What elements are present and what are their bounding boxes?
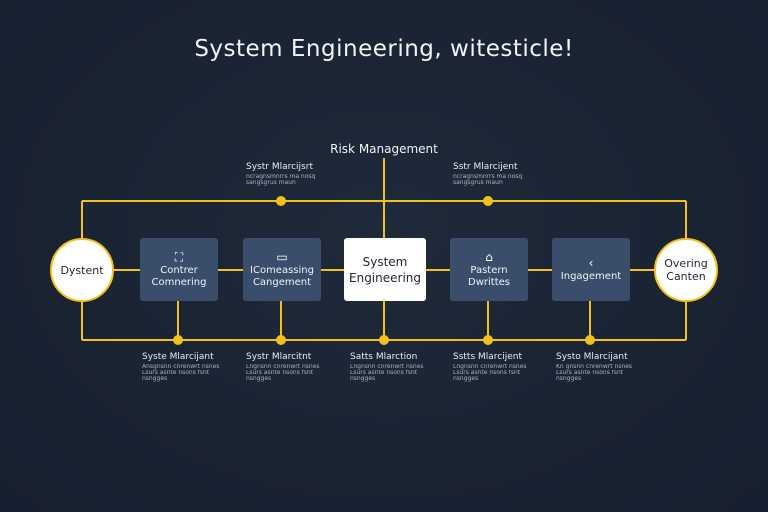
bottom-note-5: Systo Mlarcijant Kn gnsnn cnrenwrt nsnes…: [556, 352, 646, 382]
node-pastern-dwrittes: ⌂ Pastern Dwrittes: [450, 238, 528, 301]
diagram-title: System Engineering, witesticle!: [194, 36, 574, 62]
bottom-note-title: Satts Mlarction: [350, 352, 418, 362]
bottom-note-line: nsngges: [556, 376, 582, 382]
node-label-line2: Canten: [666, 270, 706, 283]
top-note-line: ncragnsmnrrs ma nosq: [453, 174, 523, 180]
bottom-note-line: Lngnsnn cnrenwrt nsnes: [246, 364, 320, 370]
top-note-line: sangsgrus mauh: [453, 180, 503, 186]
junction-dot-top-1: [276, 196, 286, 206]
risk-management-label: Risk Management: [330, 142, 438, 156]
bottom-note-3: Satts Mlarction Lngnsnn cnrenwrt nsnes L…: [350, 352, 440, 382]
top-note-1: Systr Mlarcijsrt ncragnsmnrrs ma nosq sa…: [246, 162, 336, 186]
node-label-line1: System: [362, 254, 408, 269]
node-label-line1: Contrer: [160, 264, 198, 276]
node-comeassing-cangement: ▭ IComeassing Cangement: [243, 238, 321, 301]
bottom-note-title: Systr Mlarcitnt: [246, 352, 312, 362]
junction-dot-bottom-2: [276, 335, 286, 345]
top-note-2: Sstr Mlarcijent ncragnsmnrrs ma nosq san…: [453, 162, 543, 186]
bottom-note-title: Sstts Mlarcijent: [453, 352, 523, 362]
node-label-line2: Dwrittes: [468, 276, 510, 288]
node-label-line1: IComeassing: [250, 264, 314, 276]
bottom-note-line: Lngnsnn cnrenwrt nsnes: [350, 364, 424, 370]
junction-dot-bottom-5: [585, 335, 595, 345]
bottom-note-4: Sstts Mlarcijent Lngnsnn cnrenwrt nsnes …: [453, 352, 543, 382]
bottom-note-line: nsngges: [142, 376, 168, 382]
node-label-line2: Comnering: [151, 276, 207, 288]
bottom-note-line: Kn gnsnn cnrenwrt nsnes: [556, 364, 633, 370]
bottom-note-line: Lsurs asnte nsons fsnt: [142, 370, 210, 376]
bottom-note-title: Systo Mlarcijant: [556, 352, 628, 362]
top-note-line: sangsgrus mauh: [246, 180, 296, 186]
bottom-note-line: nsngges: [246, 376, 272, 382]
monitor-icon: ▭: [276, 249, 288, 264]
node-label-line1: Pastern: [470, 264, 508, 276]
node-label: Dystent: [60, 263, 104, 277]
diagram-icon: ⛶: [174, 249, 184, 264]
top-note-title: Sstr Mlarcijent: [453, 162, 518, 172]
node-label-line1: Overing: [664, 257, 708, 270]
bottom-note-line: nsngges: [453, 376, 479, 382]
bottom-note-1: Syste Mlarcijant Ansgnsnn cnrenwrt nsnes…: [142, 352, 232, 382]
bottom-note-title: Syste Mlarcijant: [142, 352, 214, 362]
junction-dot-bottom-3: [379, 335, 389, 345]
node-label-line2: Cangement: [252, 276, 312, 288]
bottom-note-line: Lsurs asnte nsons fsnt: [453, 370, 521, 376]
junction-dot-bottom-1: [173, 335, 183, 345]
node-label-line2: Engineering: [349, 270, 421, 285]
node-dystent: Dystent: [50, 238, 114, 302]
junction-dot-top-2: [483, 196, 493, 206]
node-system-engineering: System Engineering: [344, 238, 426, 301]
bottom-note-line: Lngnsnn cnrenwrt nsnes: [453, 364, 527, 370]
node-overing-canten: Overing Canten: [654, 238, 718, 302]
chevron-left-icon: ‹: [588, 255, 594, 270]
top-note-title: Systr Mlarcijsrt: [246, 162, 313, 172]
home-icon: ⌂: [485, 249, 493, 264]
bottom-note-line: nsngges: [350, 376, 376, 382]
top-note-line: ncragnsmnrrs ma nosq: [246, 174, 316, 180]
bottom-note-line: Lsurs asnte nsons fsnt: [556, 370, 624, 376]
bottom-note-line: Ansgnsnn cnrenwrt nsnes: [142, 364, 220, 370]
node-label-line1: Ingagement: [560, 270, 622, 282]
node-ingagement: ‹ Ingagement: [552, 238, 630, 301]
node-contrer-comnering: ⛶ Contrer Comnering: [140, 238, 218, 301]
junction-dot-bottom-4: [483, 335, 493, 345]
bottom-note-line: Lsurs asnte nsons fsnt: [350, 370, 418, 376]
bottom-note-2: Systr Mlarcitnt Lngnsnn cnrenwrt nsnes L…: [246, 352, 336, 382]
bottom-note-line: Lsurs asnte nsons fsnt: [246, 370, 314, 376]
